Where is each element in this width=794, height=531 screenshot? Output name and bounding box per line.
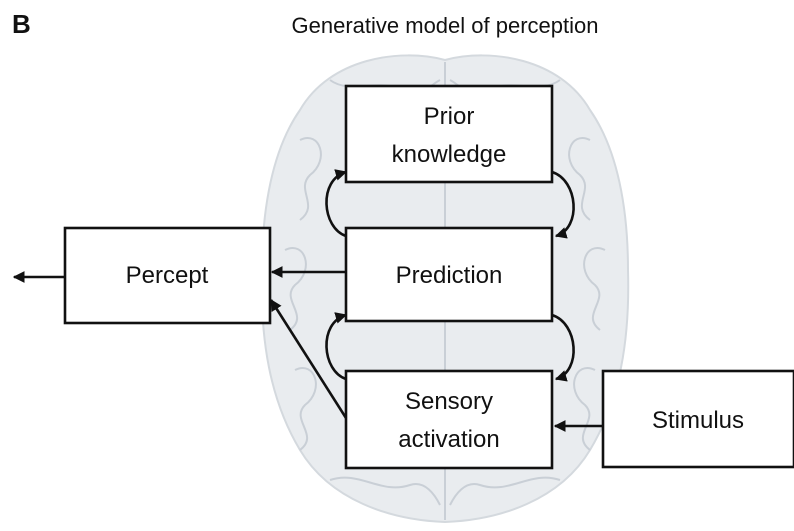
- stimulus-label: Stimulus: [652, 407, 744, 434]
- prediction-to-prior-arrow: [325, 169, 348, 238]
- sensory-to-prediction-arrow: [325, 312, 348, 381]
- stimulus-node: Stimulus: [601, 369, 794, 469]
- sensory-activation-node: Sensory activation: [344, 369, 554, 470]
- prior-knowledge-label-line1: Prior: [424, 103, 475, 130]
- prior-knowledge-node: Prior knowledge: [344, 84, 554, 184]
- prior-to-prediction-arrow: [551, 170, 575, 239]
- sensory-activation-label-line2: activation: [398, 426, 499, 453]
- percept-label: Percept: [126, 262, 209, 289]
- sensory-to-percept-arrow: [269, 299, 348, 419]
- panel-label: B: [12, 9, 31, 39]
- percept-node: Percept: [63, 226, 272, 325]
- prediction-label: Prediction: [396, 262, 503, 289]
- sensory-activation-label-line1: Sensory: [405, 388, 493, 415]
- diagram-title: Generative model of perception: [292, 13, 599, 38]
- prior-knowledge-label-line2: knowledge: [392, 141, 507, 168]
- prediction-to-sensory-arrow: [551, 313, 575, 382]
- prediction-node: Prediction: [344, 226, 554, 323]
